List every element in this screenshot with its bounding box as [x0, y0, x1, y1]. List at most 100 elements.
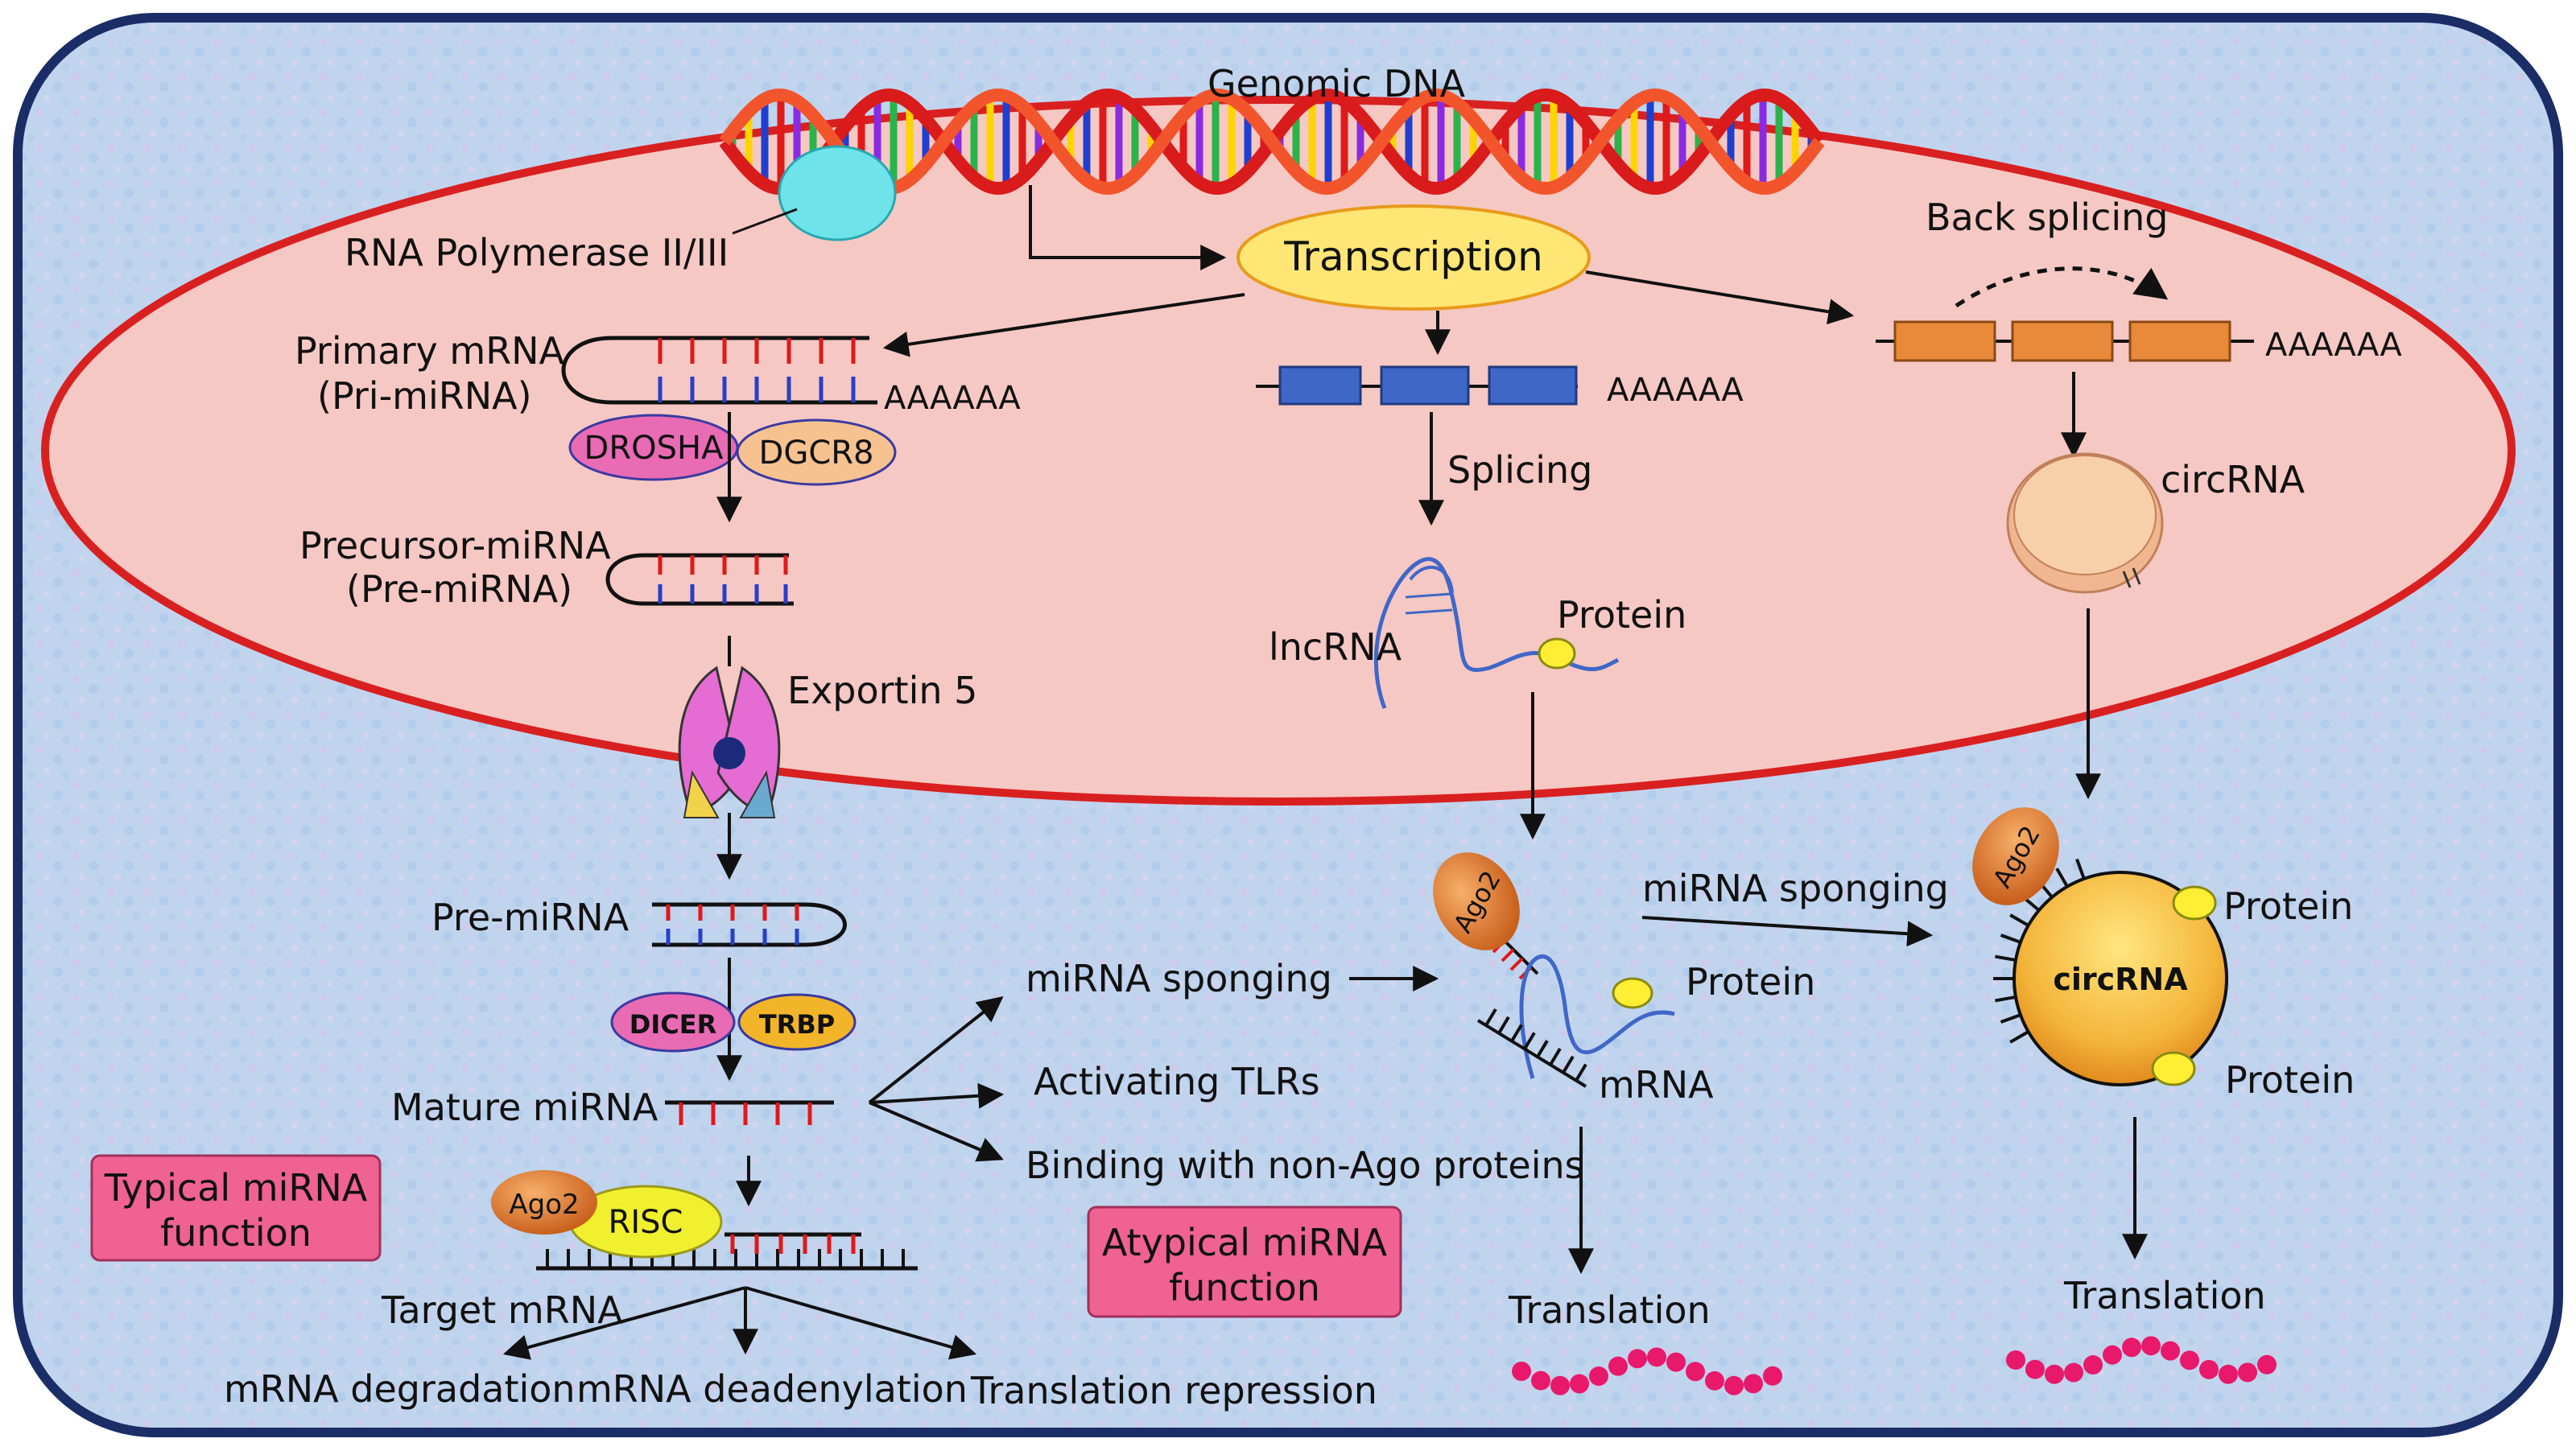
base-tick-black	[1995, 995, 2017, 1003]
base-tick-black	[2000, 1013, 2021, 1024]
precursor-mirna-label-line1: Precursor-miRNA	[299, 524, 611, 567]
pre-mirna-cytoplasm-label: Pre-miRNA	[431, 896, 630, 939]
amino-acid-bead	[2238, 1362, 2257, 1383]
amino-acid-bead	[1724, 1375, 1744, 1395]
arrow-to-repression	[745, 1286, 977, 1360]
dicer-label: DICER	[630, 1009, 716, 1040]
base-tick-black	[1549, 1047, 1562, 1066]
amino-acid-bead	[1531, 1371, 1550, 1391]
arrow-mirna-sponging-to-circrna	[1641, 916, 1934, 947]
atypical-function-line2: function	[1169, 1266, 1320, 1309]
circrna-circle-label: circRNA	[2053, 962, 2188, 997]
amino-acid-bead	[1666, 1352, 1686, 1372]
base-tick-black	[1497, 1016, 1510, 1034]
rna-polymerase-pointer	[732, 208, 798, 235]
pri-mirna-poly-a: AAAAAA	[884, 380, 1021, 417]
drosha-label: DROSHA	[584, 430, 724, 467]
amino-acid-bead	[2257, 1354, 2277, 1375]
amino-acid-bead	[2122, 1338, 2141, 1358]
dicer-enzyme	[610, 991, 736, 1053]
base-tick-black	[1536, 1040, 1549, 1058]
amino-acid-bead	[2103, 1345, 2122, 1365]
circrna-nucleus-label: circRNA	[2161, 458, 2306, 501]
atypical-item-sponging: miRNA sponging	[1026, 957, 1332, 1000]
lncrna-ago2-complex	[1433, 852, 1675, 1088]
arrow-to-activating-tlrs	[869, 1082, 1005, 1109]
atypical-item-tlrs: Activating TLRs	[1034, 1060, 1320, 1103]
circrna-complex	[1972, 807, 2228, 1086]
circrna-pre-transcript	[1876, 320, 2254, 362]
dgcr8-label: DGCR8	[759, 435, 874, 472]
circ-exon-1	[1893, 320, 1996, 362]
polymerase-to-transcription-arrow	[1029, 185, 1227, 270]
mature-mirna-strand	[665, 1100, 834, 1125]
circrna-protein-bottom-label: Protein	[2225, 1058, 2355, 1102]
arrow-to-non-ago-binding	[869, 1101, 1004, 1162]
amino-acid-bead	[2141, 1336, 2161, 1356]
amino-acid-bead	[1705, 1371, 1724, 1391]
lncrna-translation-label: Translation	[1508, 1288, 1711, 1332]
base-tick-black	[2000, 934, 2021, 944]
atypical-function-line1: Atypical miRNA	[1102, 1221, 1388, 1264]
amino-acid-bead	[1647, 1347, 1666, 1367]
dna-strand	[719, 88, 1825, 196]
typical-function-line1: Typical miRNA	[104, 1166, 368, 1210]
lnc-exon-3	[1488, 365, 1578, 406]
transcription-label: Transcription	[1283, 233, 1543, 280]
circrna-nucleus-ring	[2006, 452, 2164, 594]
lncrna-protein-icon	[1538, 637, 1576, 670]
amino-acid-bead	[1512, 1362, 1531, 1381]
rna-polymerase-icon	[778, 145, 897, 241]
amino-acid-bead	[1589, 1366, 1608, 1387]
pri-mirna-hairpin	[561, 336, 877, 405]
circrna-poly-a: AAAAAA	[2265, 327, 2402, 364]
arrow-transcription-to-pri-mirna	[882, 293, 1245, 357]
lnc-exon-2	[1380, 365, 1470, 406]
outcome-deadenylation: mRNA deadenylation	[576, 1367, 968, 1411]
arrow-to-degradation	[502, 1286, 746, 1360]
circ-exon-2	[2011, 320, 2114, 362]
splicing-label: Splicing	[1447, 448, 1592, 492]
outcome-degradation: mRNA degradation	[224, 1367, 576, 1411]
atypical-function-box	[1087, 1206, 1402, 1318]
lncrna-protein-label: Protein	[1557, 593, 1686, 637]
amino-acid-bead	[2045, 1364, 2064, 1384]
base-tick-black	[1484, 1008, 1497, 1027]
base-tick-black	[2009, 913, 2029, 927]
amino-acid-bead	[1608, 1356, 1628, 1376]
target-mrna-label: Target mRNA	[381, 1288, 623, 1332]
lncrna-peptide-chain	[1512, 1347, 1782, 1395]
risc-complex	[491, 1170, 918, 1271]
lncrna-bound-protein-label: Protein	[1686, 960, 1815, 1004]
primary-mrna-label-line2: (Pri-miRNA)	[317, 374, 532, 418]
exportin-5-channel	[678, 666, 781, 818]
pre-mirna-hairpin-cytoplasm	[652, 902, 847, 947]
circrna-protein-bottom-icon	[2151, 1051, 2196, 1086]
dgcr8-enzyme	[736, 418, 897, 486]
outcome-repression: Translation repression	[970, 1369, 1377, 1412]
back-splicing-label: Back splicing	[1926, 196, 2168, 239]
pre-mirna-hairpin-nucleus	[605, 553, 794, 606]
amino-acid-bead	[2006, 1350, 2025, 1370]
lncrna-bound-protein-icon	[1612, 977, 1653, 1009]
circ-exon-3	[2128, 320, 2231, 362]
nucleus	[41, 96, 2516, 806]
base-tick-black	[1562, 1055, 1575, 1074]
circrna-protein-top-icon	[2172, 885, 2217, 921]
amino-acid-bead	[2199, 1359, 2219, 1379]
circrna-peptide-chain	[2006, 1336, 2277, 1384]
typical-function-line2: function	[160, 1211, 312, 1255]
risc-label: RISC	[609, 1204, 683, 1241]
base-tick-black	[1575, 1063, 1587, 1082]
base-tick-black	[1510, 1024, 1523, 1042]
ago2-risc	[491, 1170, 597, 1234]
amino-acid-bead	[2180, 1350, 2199, 1371]
atypical-item-non-ago: Binding with non-Ago proteins	[1026, 1144, 1584, 1187]
lncrna-poly-a: AAAAAA	[1607, 372, 1744, 409]
trbp-label: TRBP	[759, 1009, 835, 1040]
amino-acid-bead	[1628, 1349, 1647, 1369]
circrna-translation-label: Translation	[2063, 1274, 2266, 1317]
rna-polymerase-label: RNA Polymerase II/III	[345, 231, 729, 274]
